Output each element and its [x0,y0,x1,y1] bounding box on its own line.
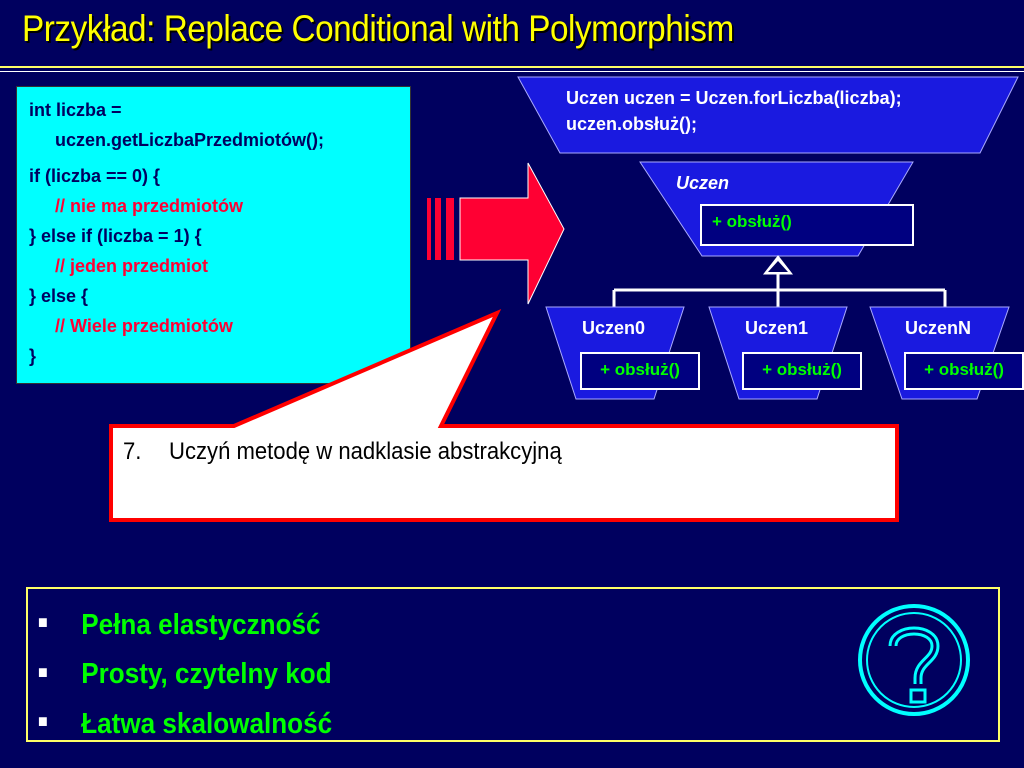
conditional-code-box: int liczba = uczen.getLiczbaPrzedmiotów(… [16,86,411,384]
base-class-name: Uczen [676,173,730,193]
benefits-box [26,587,1000,742]
title-rule [0,66,1024,68]
base-class-method: + obsłuż() [700,204,914,246]
subclass-name: Uczen0 [582,318,646,338]
subclass-method: + obsłuż() [904,352,1024,390]
code-comment: // jeden przedmiot [55,256,209,276]
question-mark-icon [858,604,970,716]
callout-text: 7. Uczyń metodę w nadklasie abstrakcyjną [123,438,562,466]
subclass-name: UczenN [905,318,972,338]
list-item: ■Prosty, czytelny kod [38,650,332,699]
callout-label: Uczyń metodę w nadklasie abstrakcyjną [169,438,562,465]
slide-title: Przykład: Replace Conditional with Polym… [22,8,734,49]
code-line: } [29,346,37,366]
code-line: uczen.getLiczbaPrzedmiotów(); [55,130,325,150]
list-item: ■Pełna elastyczność [38,601,332,650]
bullet-square-icon: ■ [38,661,48,682]
bullet-square-icon: ■ [38,711,48,732]
callout-bubble [109,309,899,522]
benefits-list: ■Pełna elastyczność ■Prosty, czytelny ko… [38,601,365,749]
client-code-line: uczen.obsłuż(); [566,114,697,134]
bullet-square-icon: ■ [38,612,48,633]
code-comment: // nie ma przedmiotów [55,196,244,216]
client-code-trapezoid [517,76,1019,154]
title-rule-thin [0,71,1024,72]
code-line: int liczba = [29,100,122,120]
code-line: } else { [29,286,89,306]
subclass-name: Uczen1 [745,318,809,338]
code-line: } else if (liczba = 1) { [29,226,202,246]
refactor-arrow-icon [427,162,565,305]
subclass-method: + obsłuż() [742,352,862,390]
list-item: ■Łatwa skalowalność [38,700,332,749]
callout-number: 7. [123,438,142,465]
client-code-line: Uczen uczen = Uczen.forLiczba(liczba); [566,88,902,108]
code-comment: // Wiele przedmiotów [55,316,233,336]
subclass-method: + obsłuż() [580,352,700,390]
code-line: if (liczba == 0) { [29,166,161,186]
